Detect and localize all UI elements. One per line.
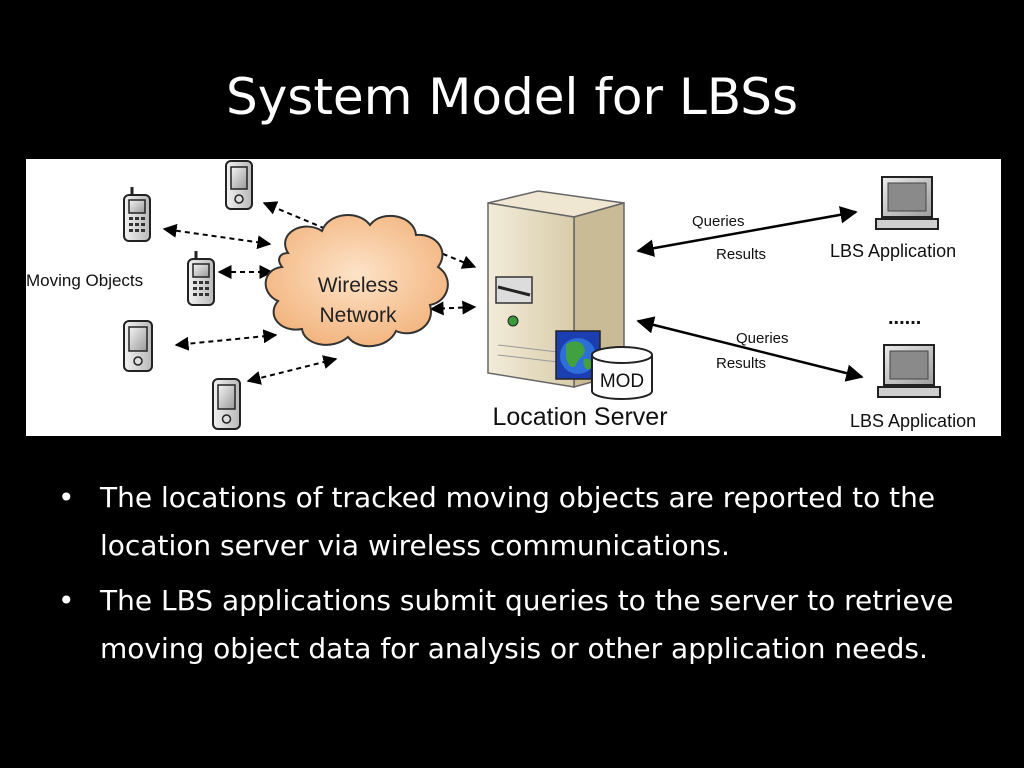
queries-label-top: Queries <box>692 213 745 230</box>
slide-title: System Model for LBSs <box>225 68 799 126</box>
cloud-icon <box>264 213 449 348</box>
mobile-phone-icon <box>212 378 241 430</box>
bullet-item: The locations of tracked moving objects … <box>58 474 978 570</box>
desktop-computer-icon <box>877 344 941 398</box>
bullet-list: The locations of tracked moving objects … <box>58 474 978 680</box>
results-label-top: Results <box>716 246 766 263</box>
system-diagram: Moving Objects Wireless Network <box>26 159 1001 436</box>
mobile-phone-icon <box>123 320 153 372</box>
mobile-phone-icon <box>187 251 215 306</box>
desktop-computer-icon <box>875 176 939 230</box>
bullet-item: The LBS applications submit queries to t… <box>58 577 978 673</box>
query-result-arrow-bottom <box>636 316 864 382</box>
results-label-bottom: Results <box>716 355 766 372</box>
more-applications-ellipsis: ...... <box>888 307 921 329</box>
cloud-label-line1: Wireless <box>318 274 399 297</box>
location-server-label: Location Server <box>492 403 667 431</box>
moving-objects-label: Moving Objects <box>26 271 143 290</box>
lbs-application-label-top: LBS Application <box>830 241 956 261</box>
mobile-phone-icon <box>123 187 151 242</box>
lbs-application-label-bottom: LBS Application <box>850 411 976 431</box>
mobile-phone-icon <box>225 160 253 210</box>
wireless-links <box>162 201 477 385</box>
query-result-arrow-top <box>636 206 858 257</box>
cloud-label-line2: Network <box>319 304 397 327</box>
globe-icon <box>555 330 601 380</box>
mod-label: MOD <box>600 371 644 392</box>
queries-label-bottom: Queries <box>736 330 789 347</box>
